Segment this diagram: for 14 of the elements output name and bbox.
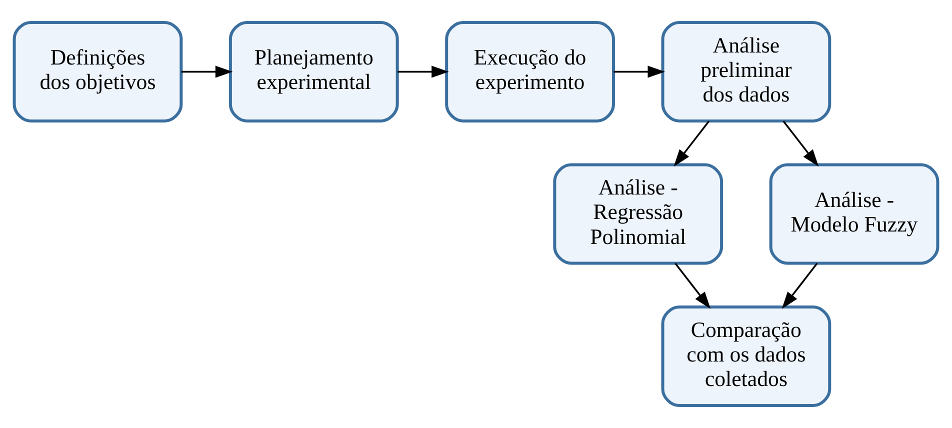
- node-box: Análise preliminar dos dados: [661, 20, 832, 122]
- arrow: [614, 66, 665, 78]
- node-box: Execução do experimento: [445, 20, 615, 122]
- node-box: Planejamento experimental: [228, 20, 399, 122]
- node-box: Análise - Regressão Polinomial: [553, 163, 724, 265]
- node-box: Análise - Modelo Fuzzy: [769, 163, 940, 265]
- node-box: Comparação com os dados coletados: [661, 306, 832, 408]
- arrow: [782, 120, 819, 167]
- arrow: [181, 66, 233, 78]
- arrow: [674, 262, 711, 309]
- arrow: [674, 120, 710, 167]
- arrow: [397, 66, 449, 78]
- node-box: Definições dos objetivos: [12, 20, 183, 122]
- arrow: [782, 262, 818, 309]
